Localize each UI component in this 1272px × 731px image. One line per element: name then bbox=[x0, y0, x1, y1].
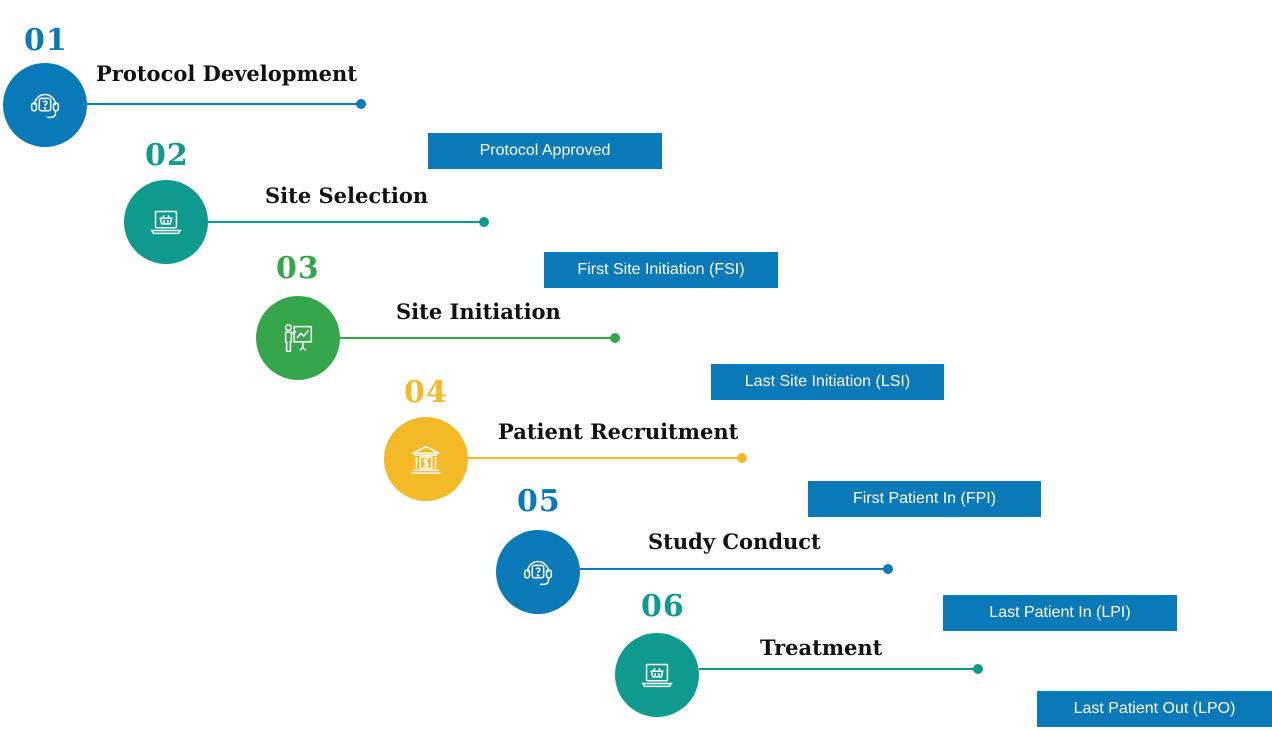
step-number-06: 06 bbox=[641, 589, 685, 624]
step-circle-06 bbox=[615, 633, 699, 717]
step-dot-06 bbox=[973, 664, 983, 674]
step-line-01 bbox=[87, 103, 361, 105]
support-headset-icon bbox=[30, 93, 60, 119]
step-title-01: Protocol Development bbox=[96, 61, 358, 86]
step-dot-03 bbox=[610, 333, 620, 343]
step-number-01: 01 bbox=[24, 23, 68, 58]
step-circle-04 bbox=[384, 417, 468, 501]
step-title-03: Site Initiation bbox=[396, 299, 561, 324]
step-title-02: Site Selection bbox=[265, 183, 429, 208]
step-dot-02 bbox=[479, 217, 489, 227]
milestone-last-site-initiation: Last Site Initiation (LSI) bbox=[711, 364, 944, 400]
milestone-protocol-approved: Protocol Approved bbox=[428, 133, 662, 169]
step-number-03: 03 bbox=[276, 251, 320, 286]
step-circle-01 bbox=[3, 63, 87, 147]
step-title-05: Study Conduct bbox=[648, 529, 821, 554]
step-title-04: Patient Recruitment bbox=[498, 419, 739, 444]
step-line-02 bbox=[208, 221, 484, 223]
step-line-05 bbox=[580, 568, 888, 570]
milestone-first-patient-in: First Patient In (FPI) bbox=[808, 481, 1041, 517]
bank-dollar-icon bbox=[411, 445, 441, 475]
step-circle-02 bbox=[124, 180, 208, 264]
milestone-last-patient-out: Last Patient Out (LPO) bbox=[1037, 691, 1272, 727]
step-circle-05 bbox=[496, 530, 580, 614]
step-dot-01 bbox=[356, 99, 366, 109]
step-dot-05 bbox=[883, 564, 893, 574]
step-circle-03 bbox=[256, 296, 340, 380]
support-headset-icon bbox=[523, 560, 553, 586]
step-line-03 bbox=[340, 337, 615, 339]
step-line-04 bbox=[468, 457, 742, 459]
laptop-basket-icon bbox=[641, 663, 673, 688]
step-line-06 bbox=[699, 668, 978, 670]
step-title-06: Treatment bbox=[760, 635, 883, 660]
presenter-chart-icon bbox=[284, 323, 313, 353]
step-number-02: 02 bbox=[145, 138, 189, 173]
step-number-05: 05 bbox=[517, 484, 561, 519]
step-number-04: 04 bbox=[404, 375, 448, 410]
step-dot-04 bbox=[737, 453, 747, 463]
laptop-basket-icon bbox=[150, 210, 182, 235]
milestone-first-site-initiation: First Site Initiation (FSI) bbox=[544, 252, 778, 288]
milestone-last-patient-in: Last Patient In (LPI) bbox=[943, 595, 1177, 631]
